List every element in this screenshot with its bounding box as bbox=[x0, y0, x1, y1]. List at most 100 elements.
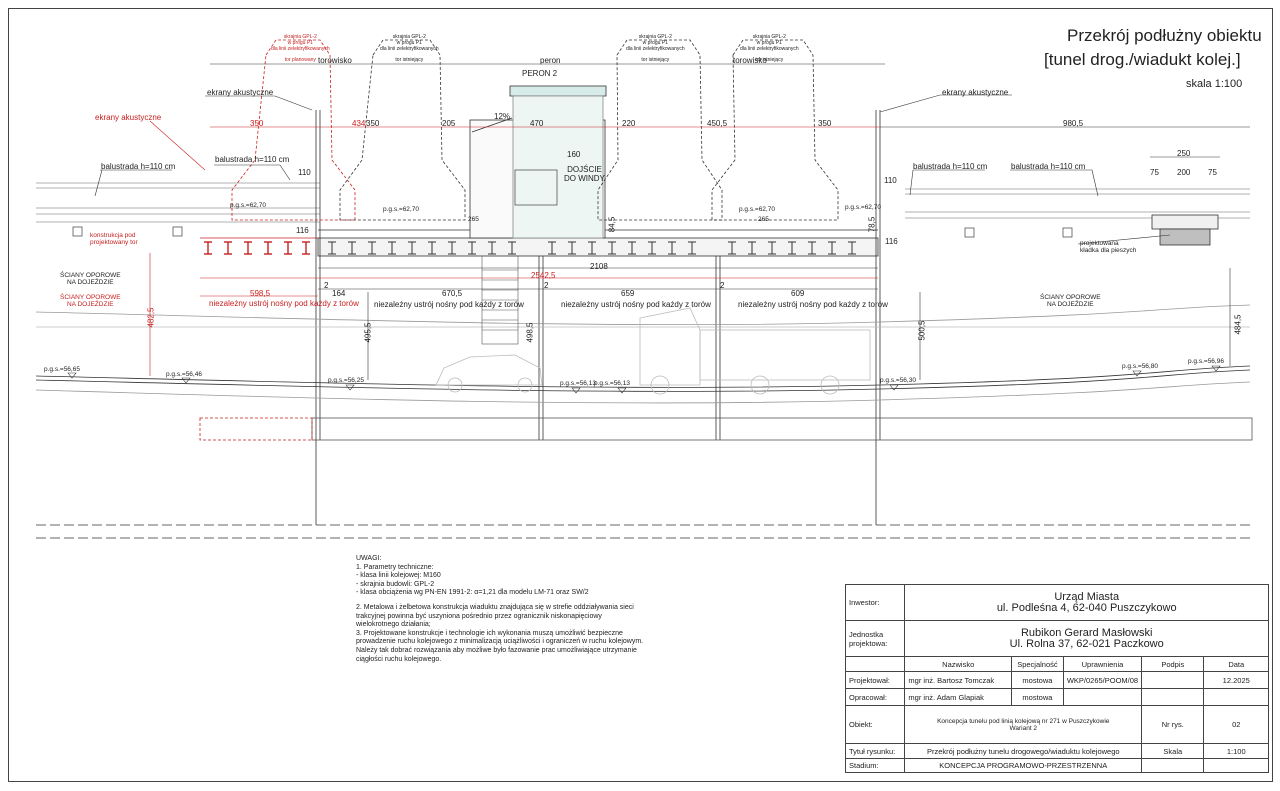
dim-434-red: 434 bbox=[352, 119, 366, 128]
dim-265-b: 265 bbox=[758, 216, 769, 223]
skala-label: Skala bbox=[1141, 743, 1205, 760]
header-data: Data bbox=[1203, 656, 1269, 673]
dim-84-5: 84,5 bbox=[607, 216, 617, 233]
dim-598-5: 598,5 bbox=[250, 289, 271, 298]
dim-110-b: 110 bbox=[884, 176, 897, 185]
dim-250: 250 bbox=[1177, 149, 1191, 158]
dim-75-b: 75 bbox=[1208, 168, 1217, 177]
drawing-title: Przekrój podłużny obiektu bbox=[1067, 26, 1262, 45]
level-5630: p.g.s.=56,30 bbox=[880, 377, 916, 384]
label-ustroj-3: niezależny ustrój nośny pod każdy z toró… bbox=[738, 300, 888, 309]
obiekt-value: Koncepcja tunelu pod linią kolejową nr 2… bbox=[904, 705, 1143, 745]
label-balustrada-2: balustrada h=110 cm bbox=[215, 155, 290, 164]
nr-rys-value: 02 bbox=[1203, 705, 1269, 745]
level-5696: p.g.s.=56,96 bbox=[1188, 358, 1224, 365]
dim-200: 200 bbox=[1177, 168, 1191, 177]
road-profile bbox=[35, 304, 1251, 404]
level-5665: p.g.s.=56,65 bbox=[44, 366, 80, 373]
inwestor-label: Inwestor: bbox=[844, 583, 906, 622]
label-torowisko-left: torowisko bbox=[318, 56, 352, 65]
level-5646: p.g.s.=56,46 bbox=[166, 371, 202, 378]
label-ekrany-left: ekrany akustyczne bbox=[207, 88, 274, 97]
dim-164: 164 bbox=[332, 289, 346, 298]
opracowal-spec: mostowa bbox=[1011, 688, 1064, 707]
label-slope: 12% bbox=[494, 112, 511, 121]
dim-470: 470 bbox=[530, 119, 544, 128]
label-ekrany-red: ekrany akustyczne bbox=[95, 113, 162, 122]
level-6270-a: p.g.s.=62,70 bbox=[230, 202, 266, 209]
label-peron2: PERON 2 bbox=[522, 69, 558, 78]
piers bbox=[315, 110, 881, 525]
dim-2-c: 2 bbox=[720, 281, 725, 290]
dim-2542-5: 2542,5 bbox=[531, 271, 556, 280]
obiekt-label: Obiekt: bbox=[844, 705, 906, 745]
projektowal-name: mgr inż. Bartosz Tomczak bbox=[904, 671, 1013, 690]
dim-350: 350 bbox=[366, 119, 380, 128]
leader-lines bbox=[94, 94, 1171, 245]
label-balustrada-1: balustrada h=110 cm bbox=[101, 162, 176, 171]
platform-shelter bbox=[469, 85, 607, 239]
tytul-value: Przekrój podłużny tunelu drogowego/wiadu… bbox=[904, 743, 1143, 760]
dim-498-5: 498,5 bbox=[525, 322, 535, 343]
dim-659: 659 bbox=[621, 289, 635, 298]
stadium-label: Stadium: bbox=[844, 758, 906, 773]
label-balustrada-4: balustrada h=110 cm bbox=[1011, 162, 1086, 171]
abutment-markers bbox=[72, 226, 1073, 238]
dimension-lines bbox=[149, 63, 1250, 380]
projektowal-data: 12.2025 bbox=[1203, 671, 1269, 690]
level-6270-b: p.g.s.=62,70 bbox=[383, 206, 419, 213]
dim-220: 220 bbox=[622, 119, 636, 128]
dim-2-a: 2 bbox=[324, 281, 329, 290]
stadium-value: KONCEPCJA PROGRAMOWO-PRZESTRZENNA bbox=[904, 758, 1143, 773]
railing-left bbox=[36, 182, 320, 223]
level-markers bbox=[67, 365, 1221, 394]
opracowal-label: Opracował: bbox=[844, 688, 906, 707]
label-ustroj-red: niezależny ustrój nośny pod każdy z toró… bbox=[209, 299, 359, 308]
nr-rys-label: Nr rys. bbox=[1141, 705, 1205, 745]
dim-350-b: 350 bbox=[818, 119, 832, 128]
label-peron: peron bbox=[540, 56, 561, 65]
dim-980-5: 980,5 bbox=[1063, 119, 1084, 128]
label-ekrany-right: ekrany akustyczne bbox=[942, 88, 1009, 97]
projektowal-spec: mostowa bbox=[1011, 671, 1064, 690]
railing-right bbox=[905, 188, 1250, 219]
footbridge bbox=[1151, 214, 1219, 246]
foundation bbox=[36, 417, 1253, 539]
dim-484-5: 484,5 bbox=[1233, 314, 1243, 335]
dim-350-red: 350 bbox=[250, 119, 264, 128]
projektowal-label: Projektował: bbox=[844, 671, 906, 690]
opracowal-name: mgr inż. Adam Glapiak bbox=[904, 688, 1013, 707]
drawing-subtitle: [tunel drog./wiadukt kolej.] bbox=[1044, 50, 1241, 69]
notes: UWAGI: 1. Parametry techniczne: - klasa … bbox=[356, 555, 736, 664]
header-podpis: Podpis bbox=[1141, 656, 1205, 673]
level-5613-b: p.g.s.=56,13 bbox=[594, 380, 630, 387]
stairs bbox=[481, 255, 519, 345]
dim-482-5: 482,5 bbox=[146, 307, 156, 328]
label-ustroj-2: niezależny ustrój nośny pod każdy z toró… bbox=[561, 300, 711, 309]
drawing-sheet bbox=[8, 8, 1273, 782]
dim-670-5: 670,5 bbox=[442, 289, 463, 298]
girders bbox=[328, 241, 856, 255]
dim-609: 609 bbox=[791, 289, 805, 298]
dim-450-5: 450,5 bbox=[707, 119, 728, 128]
dim-75-a: 75 bbox=[1150, 168, 1159, 177]
projektowal-upr: WKP/0265/POOM/08 bbox=[1062, 671, 1143, 690]
dim-205: 205 bbox=[442, 119, 456, 128]
dim-495-5: 495,5 bbox=[363, 322, 373, 343]
dim-78-5: 78,5 bbox=[867, 216, 877, 233]
skala-value: 1:100 bbox=[1203, 743, 1269, 760]
dim-265-a: 265 bbox=[468, 216, 479, 223]
header-uprawnienia: Uprawnienia bbox=[1062, 656, 1143, 673]
level-5625: p.g.s.=56,25 bbox=[328, 377, 364, 384]
level-6270-d: p.g.s.=62,70 bbox=[845, 204, 881, 211]
